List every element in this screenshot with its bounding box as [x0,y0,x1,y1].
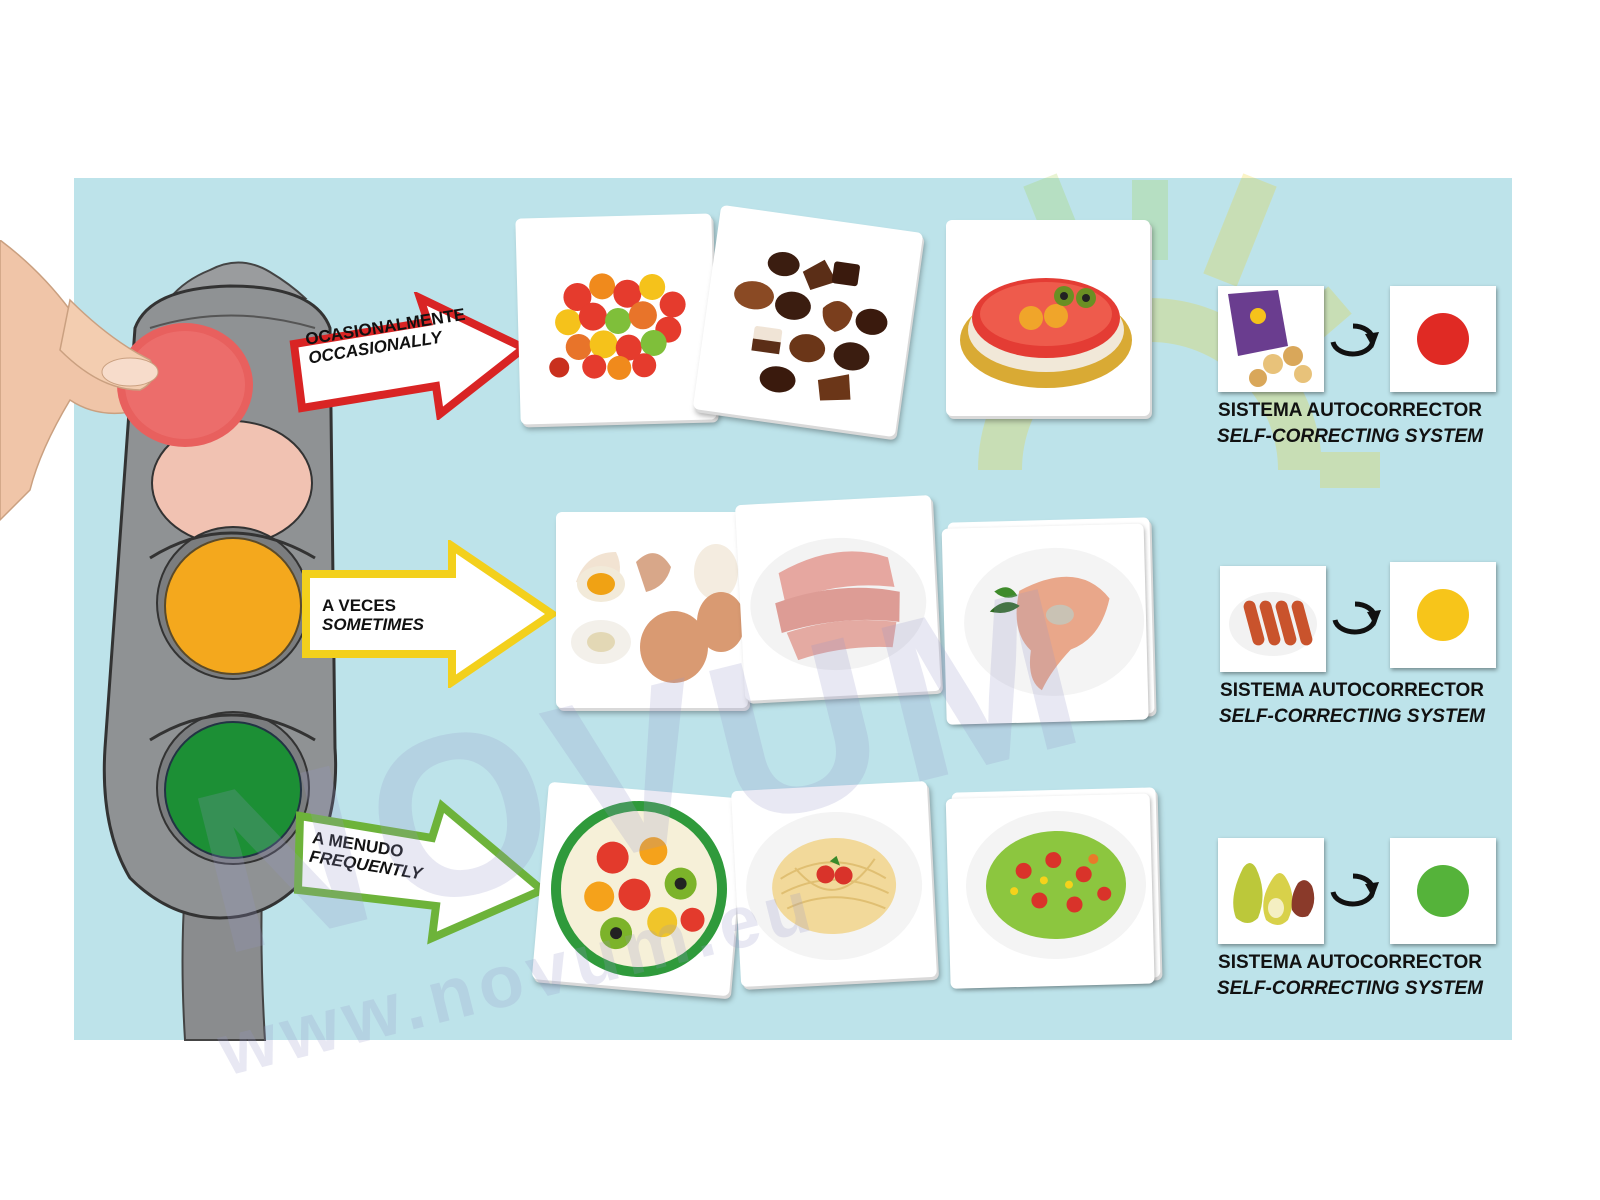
label-en: SOMETIMES [322,615,425,634]
food-card-ham[interactable] [735,495,941,701]
traffic-light [102,261,338,1041]
check-card-red[interactable] [1390,286,1496,392]
food-card-chocolates[interactable] [692,204,924,438]
food-card-salmon-steak[interactable] [947,517,1155,719]
check-card-green[interactable] [1390,838,1496,944]
check-card-sausages[interactable] [1220,566,1326,672]
food-card-mixed-salad[interactable] [951,787,1161,983]
label-es: SISTEMA AUTOCORRECTOR [1218,952,1482,973]
fruit-salad-icon [551,801,727,977]
arrow-frequently [293,799,550,945]
gummy-candies-icon [549,273,686,380]
food-card-fruit-salad[interactable] [531,781,747,997]
arrow-sometimes [302,540,560,688]
label-es: A VECES [322,596,397,615]
label-es: SISTEMA AUTOCORRECTOR [1218,400,1482,421]
spaghetti-icon [746,811,923,961]
label-en: SELF-CORRECTING SYSTEM [1216,426,1483,447]
fruit-tart-icon [960,278,1132,388]
yellow-dot-icon [1417,589,1469,641]
hand-with-red-token [0,240,253,522]
cycle-arrow-icon [1330,873,1379,907]
self-correcting-label-1: SISTEMA AUTOCORRECTOR SELF-CORRECTING SY… [1190,398,1510,450]
chips-bag-icon [1228,290,1312,387]
food-card-spaghetti[interactable] [731,781,937,987]
food-card-gummy-candies[interactable] [515,213,717,425]
label-es: SISTEMA AUTOCORRECTOR [1220,680,1484,701]
label-en: SELF-CORRECTING SYSTEM [1218,706,1485,727]
red-dot-icon [1417,313,1469,365]
ham-icon [750,537,927,671]
pears-icon [1233,863,1315,925]
arrow-occasionally [289,292,532,420]
label-en: SELF-CORRECTING SYSTEM [1216,978,1483,999]
check-card-chips[interactable] [1218,286,1324,392]
cycle-arrow-icon [1332,601,1381,635]
label-sometimes: A VECES SOMETIMES [322,596,424,634]
self-correcting-label-2: SISTEMA AUTOCORRECTOR SELF-CORRECTING SY… [1192,678,1512,730]
check-card-pears[interactable] [1218,838,1324,944]
salmon-steak-icon [964,547,1145,696]
check-card-yellow[interactable] [1390,562,1496,668]
sausages-icon [1229,592,1317,656]
eggs-icon [571,544,745,683]
green-dot-icon [1417,865,1469,917]
mixed-salad-icon [966,810,1146,960]
food-card-eggs[interactable] [556,512,748,708]
food-card-fruit-tart[interactable] [940,220,1150,422]
cycle-arrow-icon [1330,323,1379,357]
chocolates-icon [734,251,888,401]
self-correcting-label-3: SISTEMA AUTOCORRECTOR SELF-CORRECTING SY… [1190,950,1510,1002]
